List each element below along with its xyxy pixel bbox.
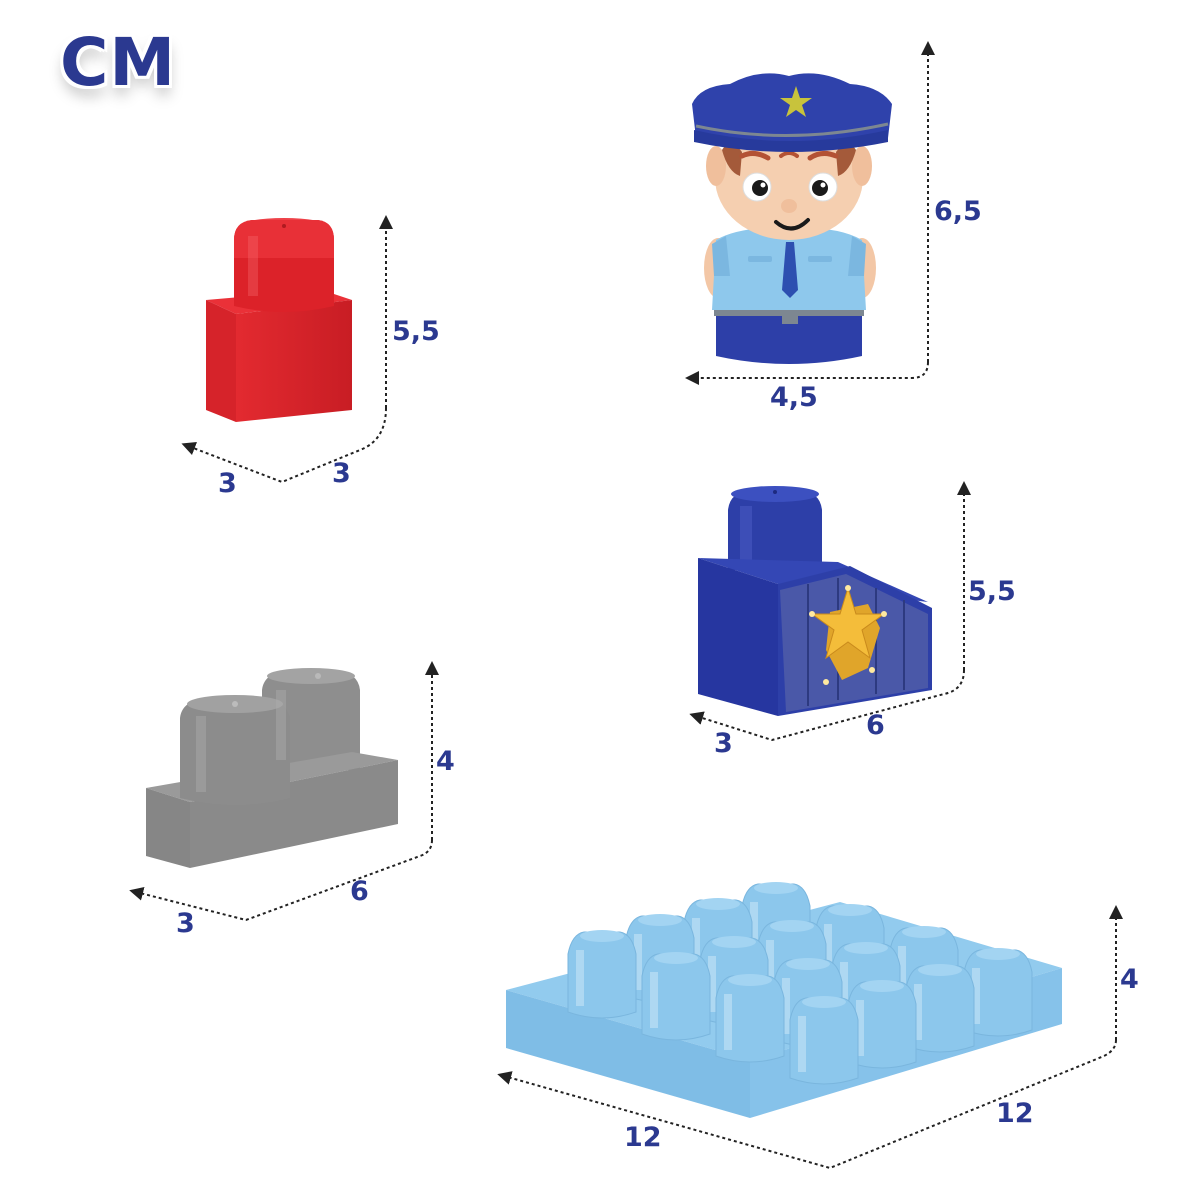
unit-label: CM xyxy=(60,24,177,101)
red-brick-illustration xyxy=(206,218,352,422)
width-arrow xyxy=(685,361,929,385)
badge-brick-depth-label: 3 xyxy=(714,728,733,759)
stud xyxy=(567,930,637,1019)
plate-depth-label: 12 xyxy=(624,1122,662,1153)
stud xyxy=(963,948,1033,1037)
stud xyxy=(905,964,975,1053)
stud xyxy=(847,980,917,1069)
police-figure-illustration xyxy=(692,73,892,364)
figure-height-label: 6,5 xyxy=(934,196,982,227)
plate-width-label: 12 xyxy=(996,1098,1034,1129)
gray-brick-illustration xyxy=(146,668,398,868)
gray-brick-height-label: 4 xyxy=(436,746,455,777)
stud xyxy=(789,996,859,1085)
base-arrow xyxy=(181,407,387,484)
badge-brick-width-label: 6 xyxy=(866,710,885,741)
gray-brick-depth-label: 3 xyxy=(176,908,195,939)
plate-height-label: 4 xyxy=(1120,964,1139,995)
base-arrow xyxy=(129,839,433,922)
badge-brick-height-label: 5,5 xyxy=(968,576,1016,607)
gray-brick-width-label: 6 xyxy=(350,876,369,907)
stud xyxy=(641,952,711,1041)
red-brick-width-label: 3 xyxy=(332,458,351,489)
badge-brick-illustration xyxy=(698,486,932,716)
red-brick-depth-label: 3 xyxy=(218,468,237,499)
red-brick-height-label: 5,5 xyxy=(392,316,440,347)
stud xyxy=(715,974,785,1063)
plate-studs xyxy=(567,882,1033,1085)
base-arrow xyxy=(497,1039,1117,1170)
figure-width-label: 4,5 xyxy=(770,382,818,413)
